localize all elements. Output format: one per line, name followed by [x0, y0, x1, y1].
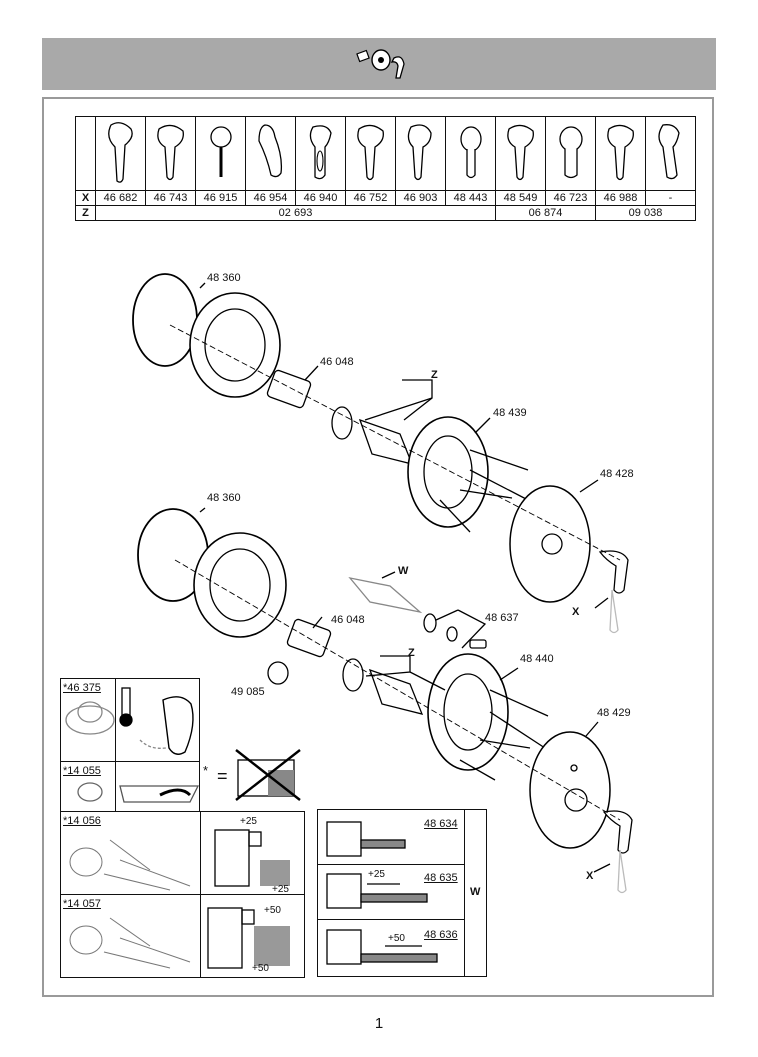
extension-label-48635: 48 635 [424, 872, 458, 884]
inset-label-14057: *14 057 [63, 898, 101, 910]
extension-box-48636 [317, 919, 465, 977]
part-label-plate-top: 48 439 [493, 407, 527, 419]
part-label-x-bottom: X [586, 870, 594, 882]
joystick-handle-icon [209, 126, 232, 177]
part-label-rosette-bottom: 48 429 [597, 707, 631, 719]
part-label-z-bottom: Z [408, 647, 415, 659]
extension-dim-plus50: +50 [388, 933, 405, 944]
loop-handle-icon [309, 125, 332, 180]
part-label-x-top: X [572, 606, 580, 618]
lever-handle-icon [606, 124, 634, 181]
part-label-z-top: Z [431, 369, 438, 381]
lever-handle-icon [156, 124, 184, 181]
knob-handle-icon [459, 126, 482, 179]
part-label-w: W [398, 565, 409, 577]
part-label-o-ring-top: 48 360 [207, 272, 241, 284]
inset-box-14057 [60, 894, 305, 978]
table-row [75, 116, 696, 191]
table-row: X 46 682 46 743 46 915 46 954 46 940 46 … [75, 190, 696, 206]
dim-plus50-a: +50 [264, 905, 281, 916]
handle-table: X 46 682 46 743 46 915 46 954 46 940 46 … [75, 116, 696, 221]
lever-handle-icon [107, 122, 133, 183]
lever-handle-icon [657, 124, 680, 180]
inset-label-14056: *14 056 [63, 815, 101, 827]
knob-handle-icon [558, 126, 583, 179]
part-label-rosette-top: 48 428 [600, 468, 634, 480]
inset-label-46375: *46 375 [63, 682, 101, 694]
page-number: 1 [374, 1015, 384, 1032]
part-label-stop-nut: 49 085 [231, 686, 265, 698]
equals-symbol: = [217, 766, 228, 786]
extension-dim-plus25: +25 [368, 869, 385, 880]
lever-handle-icon [407, 124, 432, 181]
dim-plus25-b: +25 [272, 884, 289, 895]
content-frame [42, 97, 714, 997]
part-label-kit-bottom: 48 637 [485, 612, 519, 624]
part-label-cartridge-top: 46 048 [320, 356, 354, 368]
header-bar [42, 38, 716, 90]
handle-icon [356, 49, 405, 79]
inset-label-14055: *14 055 [63, 765, 101, 777]
extension-label-48636: 48 636 [424, 929, 458, 941]
dim-plus50-b: +50 [252, 963, 269, 974]
extension-w-label: W [470, 886, 481, 898]
star-symbol: * [203, 763, 209, 778]
part-label-o-ring-bottom: 48 360 [207, 492, 241, 504]
table-row: Z 02 693 06 874 09 038 [75, 205, 696, 221]
part-label-cartridge-bottom: 46 048 [331, 614, 365, 626]
part-label-plate-bottom: 48 440 [520, 653, 554, 665]
lever-handle-icon [257, 124, 282, 178]
dim-plus25-a: +25 [240, 816, 257, 827]
lever-handle-icon [506, 124, 534, 181]
extension-label-48634: 48 634 [424, 818, 458, 830]
lever-handle-icon [356, 124, 384, 181]
